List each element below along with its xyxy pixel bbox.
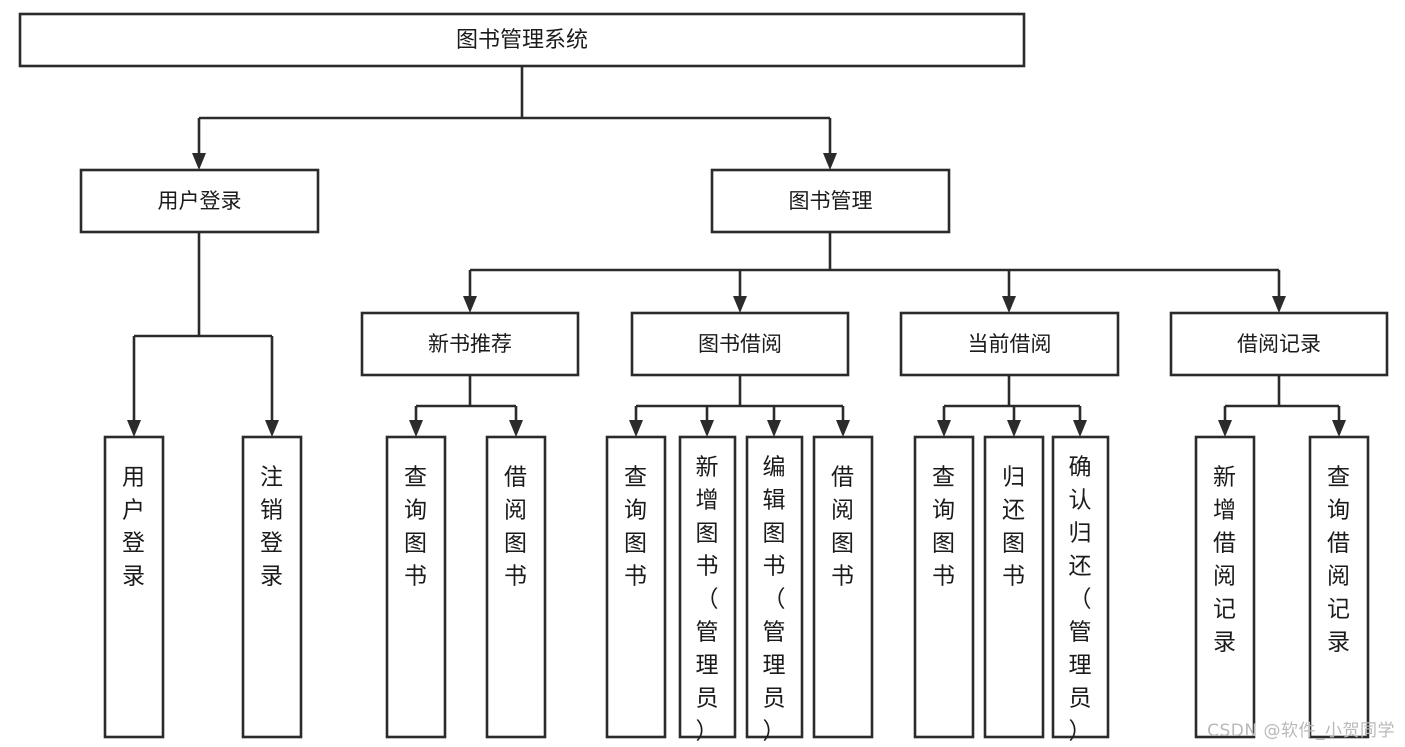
arrow-head-icon (463, 296, 477, 313)
connector-layer (127, 66, 1346, 437)
node-label: 查询图书 (932, 464, 956, 589)
node-label: 用户登录 (122, 464, 146, 589)
node-user-login[interactable]: 用户登录 (79, 168, 320, 234)
arrow-head-icon (836, 420, 850, 437)
node-leaf-query-book-3[interactable]: 查询图书 (913, 435, 975, 739)
arrow-head-icon (700, 420, 714, 437)
node-box (79, 168, 320, 234)
node-label: 编辑图书（管理员） (763, 454, 787, 744)
edge-from-user-login (127, 232, 279, 437)
node-box (241, 435, 303, 739)
node-box (360, 311, 580, 377)
node-new-book-recommend[interactable]: 新书推荐 (360, 311, 580, 377)
node-label: 查询借阅记录 (1327, 464, 1351, 655)
arrow-head-icon (1002, 296, 1016, 313)
node-label: 图书管理 (789, 189, 873, 213)
arrow-head-icon (1272, 296, 1286, 313)
arrow-head-icon (192, 153, 206, 170)
node-label: 借阅记录 (1237, 332, 1321, 356)
node-leaf-edit-book[interactable]: 编辑图书（管理员） (745, 435, 804, 744)
node-label: 当前借阅 (968, 332, 1052, 356)
edge-from-root (192, 66, 837, 170)
node-leaf-query-record[interactable]: 查询借阅记录 (1308, 435, 1370, 739)
arrow-head-icon (733, 296, 747, 313)
node-label: 新增借阅记录 (1213, 464, 1237, 655)
arrow-head-icon (1332, 420, 1346, 437)
node-box (1051, 435, 1110, 739)
node-book-borrow[interactable]: 图书借阅 (630, 311, 850, 377)
node-box (745, 435, 804, 739)
node-leaf-confirm-return[interactable]: 确认归还（管理员） (1051, 435, 1110, 744)
node-label: 借阅图书 (831, 464, 855, 589)
node-box (899, 311, 1120, 377)
arrow-head-icon (629, 420, 643, 437)
node-label: 确认归还（管理员） (1069, 454, 1093, 744)
edge-from-new-book-recommend (409, 375, 523, 437)
node-borrow-record[interactable]: 借阅记录 (1169, 311, 1389, 377)
node-label: 新增图书（管理员） (696, 454, 720, 744)
node-box (605, 435, 667, 739)
node-box (983, 435, 1045, 739)
node-box (678, 435, 737, 739)
node-box (710, 168, 951, 234)
node-label: 用户登录 (158, 189, 242, 213)
node-layer: 图书管理系统用户登录图书管理新书推荐图书借阅当前借阅借阅记录用户登录注销登录查询… (18, 12, 1389, 744)
csdn-watermark: CSDN @软件_小贺同学 (1207, 721, 1395, 741)
node-box (630, 311, 850, 377)
arrow-head-icon (823, 153, 837, 170)
node-leaf-add-book[interactable]: 新增图书（管理员） (678, 435, 737, 744)
node-leaf-logout[interactable]: 注销登录 (241, 435, 303, 739)
edge-from-current-borrow (937, 375, 1087, 437)
node-label: 图书借阅 (698, 332, 782, 356)
node-leaf-user-login[interactable]: 用户登录 (103, 435, 165, 739)
node-box (18, 12, 1026, 68)
node-label: 注销登录 (260, 464, 284, 589)
node-box (485, 435, 547, 739)
node-leaf-add-record[interactable]: 新增借阅记录 (1194, 435, 1256, 739)
node-box (1194, 435, 1256, 739)
node-box (913, 435, 975, 739)
node-current-borrow[interactable]: 当前借阅 (899, 311, 1120, 377)
node-label: 归还图书 (1002, 464, 1026, 589)
node-leaf-query-book-1[interactable]: 查询图书 (385, 435, 447, 739)
arrow-head-icon (409, 420, 423, 437)
node-leaf-return-book[interactable]: 归还图书 (983, 435, 1045, 739)
node-label: 图书管理系统 (456, 28, 588, 53)
node-label: 新书推荐 (428, 332, 512, 356)
arrow-head-icon (127, 420, 141, 437)
node-leaf-borrow-book-2[interactable]: 借阅图书 (812, 435, 874, 739)
edge-from-book-manage (463, 232, 1286, 313)
node-box (1169, 311, 1389, 377)
arrow-head-icon (1073, 420, 1087, 437)
node-box (1308, 435, 1370, 739)
arrow-head-icon (937, 420, 951, 437)
edge-from-book-borrow (629, 375, 850, 437)
arrow-head-icon (767, 420, 781, 437)
node-book-manage[interactable]: 图书管理 (710, 168, 951, 234)
node-box (385, 435, 447, 739)
node-box (103, 435, 165, 739)
arrow-head-icon (1218, 420, 1232, 437)
node-label: 查询图书 (404, 464, 428, 589)
arrow-head-icon (509, 420, 523, 437)
node-leaf-query-book-2[interactable]: 查询图书 (605, 435, 667, 739)
edge-from-borrow-record (1218, 375, 1346, 437)
node-root[interactable]: 图书管理系统 (18, 12, 1026, 68)
node-label: 查询图书 (624, 464, 648, 589)
node-box (812, 435, 874, 739)
arrow-head-icon (265, 420, 279, 437)
node-label: 借阅图书 (504, 464, 528, 589)
node-leaf-borrow-book-1[interactable]: 借阅图书 (485, 435, 547, 739)
arrow-head-icon (1007, 420, 1021, 437)
